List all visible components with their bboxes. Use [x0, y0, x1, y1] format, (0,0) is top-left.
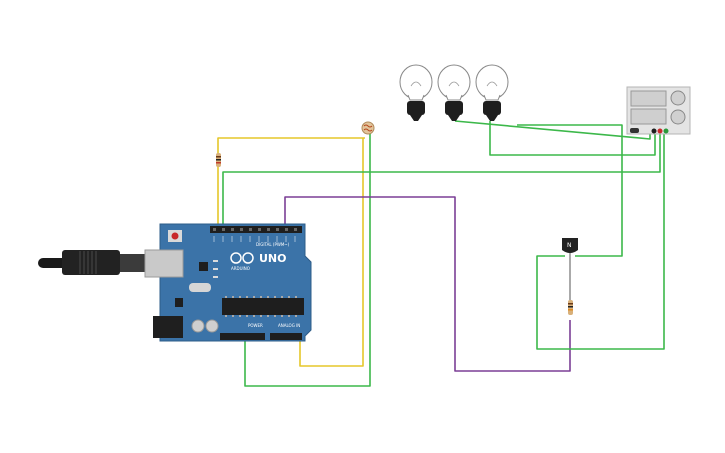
wires [217, 120, 665, 387]
board-model-label: UNO [259, 252, 287, 265]
wire-green-ldr[interactable] [244, 132, 371, 387]
bulb-1[interactable] [399, 64, 433, 121]
capacitor-2 [205, 319, 219, 333]
capacitor-1 [191, 319, 205, 333]
usb-cable [38, 250, 148, 275]
wire-green-transistor[interactable] [536, 133, 665, 350]
supply-terminal-gnd[interactable] [663, 128, 669, 134]
wire-green-gnd[interactable] [222, 133, 661, 230]
power-header [220, 333, 265, 340]
power-supply[interactable] [626, 86, 691, 135]
npn-transistor[interactable]: N [562, 238, 578, 253]
power-pins-label: POWER [248, 323, 263, 328]
supply-switch[interactable] [630, 128, 639, 133]
digital-header [210, 226, 302, 233]
arduino-board[interactable]: UNO ARDUINO DIGITAL (PWM~) POWER ANALOG … [144, 223, 312, 342]
supply-display-voltage [630, 90, 667, 107]
usb-chip [199, 262, 208, 271]
arduino-logo [230, 252, 254, 264]
analog-pins-label: ANALOG IN [278, 323, 300, 328]
crystal [189, 283, 211, 292]
photoresistor[interactable] [361, 121, 375, 135]
bulb-3[interactable] [475, 64, 509, 121]
supply-terminal-neg[interactable] [651, 128, 657, 134]
wire-purple[interactable] [284, 196, 571, 372]
wire-green-bulb-b[interactable] [489, 121, 656, 156]
transistor-label: N [567, 242, 572, 249]
bulb-2[interactable] [437, 64, 471, 121]
supply-knob-voltage[interactable] [670, 90, 686, 106]
supply-knob-current[interactable] [670, 109, 686, 125]
power-jack [153, 316, 183, 338]
analog-header [270, 333, 302, 340]
resistor-1[interactable] [216, 153, 221, 167]
wire-yellow-top[interactable] [217, 137, 365, 230]
regulator [175, 298, 183, 307]
resistor-2[interactable] [568, 300, 573, 315]
digital-pins-label: DIGITAL (PWM~) [256, 242, 290, 247]
microcontroller-chip [222, 298, 304, 315]
usb-port [144, 249, 184, 278]
supply-terminal-pos[interactable] [657, 128, 663, 134]
supply-display-current [630, 108, 667, 125]
board-brand-label: ARDUINO [231, 266, 250, 271]
wire-green-bulb-c[interactable] [517, 124, 623, 257]
wire-yellow-bottom[interactable] [299, 138, 364, 367]
wire-green-bulb-a[interactable] [454, 120, 651, 140]
